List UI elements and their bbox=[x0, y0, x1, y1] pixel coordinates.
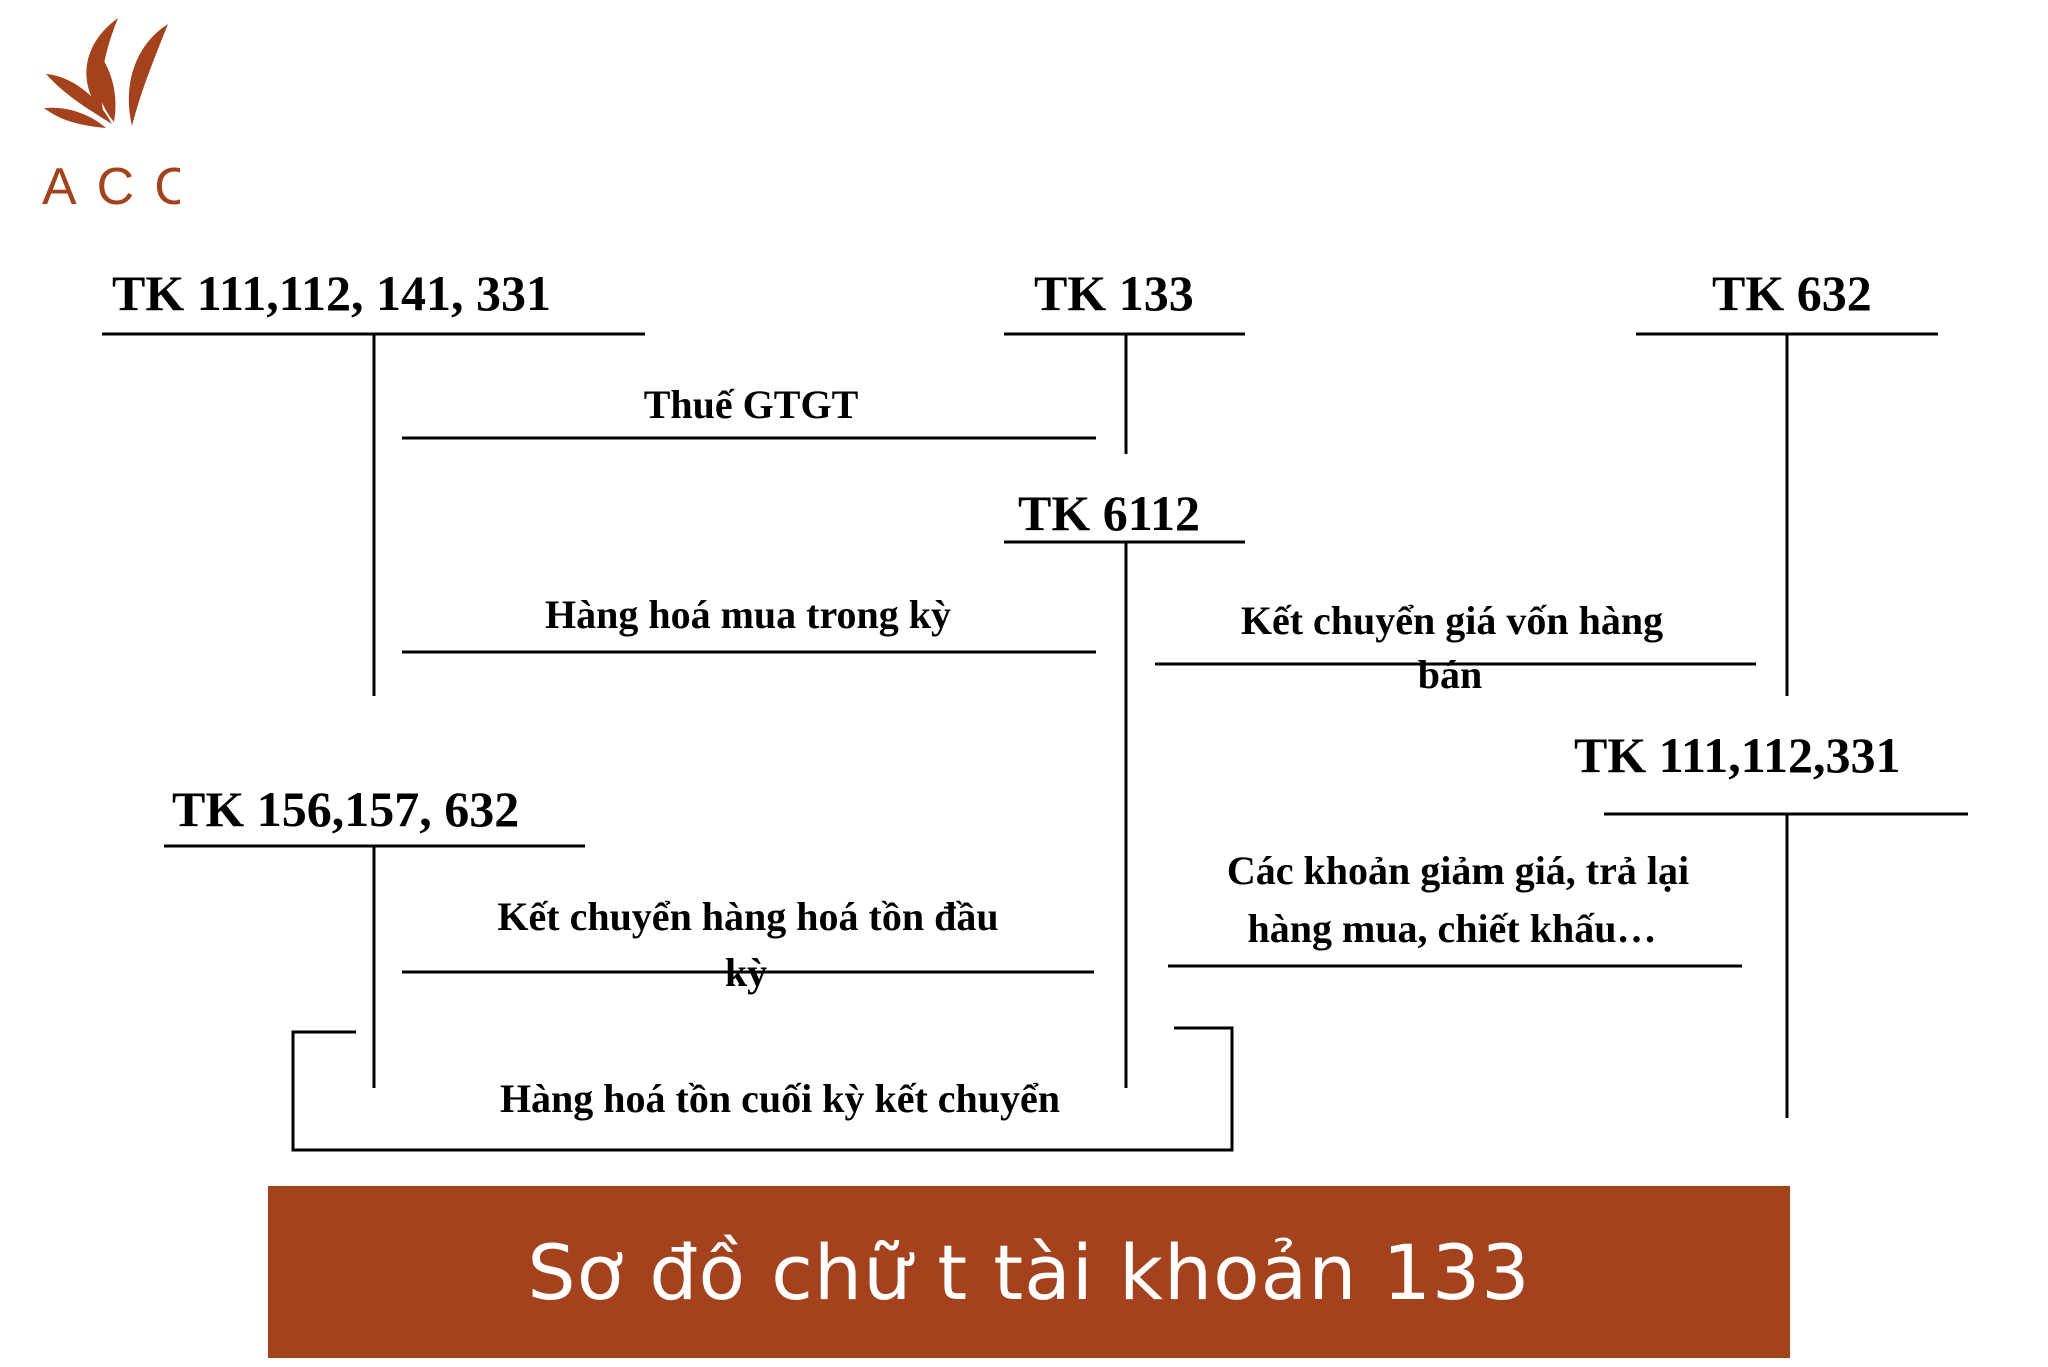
account-purchases-label: TK 6112 bbox=[1018, 485, 1200, 541]
flow-returns-label-line2: hàng mua, chiết khấu… bbox=[1248, 906, 1657, 951]
flow-closing-stock-label: Hàng hoá tồn cuối kỳ kết chuyển bbox=[500, 1076, 1060, 1121]
flow-transfer-cogs-label-line1: Kết chuyển giá vốn hàng bbox=[1241, 598, 1663, 643]
diagram-lines bbox=[102, 332, 1968, 1152]
flame-leaf-icon bbox=[44, 18, 168, 128]
flow-purchased-label: Hàng hoá mua trong kỳ bbox=[545, 592, 951, 637]
t-account-diagram: TK 111,112, 141, 331 TK 133 TK 632 TK 61… bbox=[102, 265, 1968, 1152]
flow-transfer-cogs-label-line2: bán bbox=[1418, 652, 1483, 697]
caption-title: Sơ đồ chữ t tài khoản 133 bbox=[527, 1227, 1531, 1317]
logo-text: ACC bbox=[42, 158, 180, 214]
acc-logo: ACC bbox=[42, 18, 180, 214]
flow-closing-stock-bracket bbox=[291, 1026, 1234, 1152]
flow-opening-stock-label-line1: Kết chuyển hàng hoá tồn đầu bbox=[497, 894, 998, 939]
account-inventory-label: TK 156,157, 632 bbox=[172, 781, 519, 837]
account-cogs-label: TK 632 bbox=[1712, 265, 1872, 321]
flow-opening-stock-label-line2: kỳ bbox=[725, 950, 767, 995]
caption-banner: Sơ đồ chữ t tài khoản 133 bbox=[268, 1186, 1790, 1358]
flow-returns-label-line1: Các khoản giảm giá, trả lại bbox=[1227, 848, 1689, 893]
account-refunds-label: TK 111,112,331 bbox=[1574, 727, 1900, 783]
account-vat-label: TK 133 bbox=[1034, 265, 1194, 321]
flow-vat-label: Thuế GTGT bbox=[644, 382, 859, 427]
account-cash-label: TK 111,112, 141, 331 bbox=[112, 265, 551, 321]
